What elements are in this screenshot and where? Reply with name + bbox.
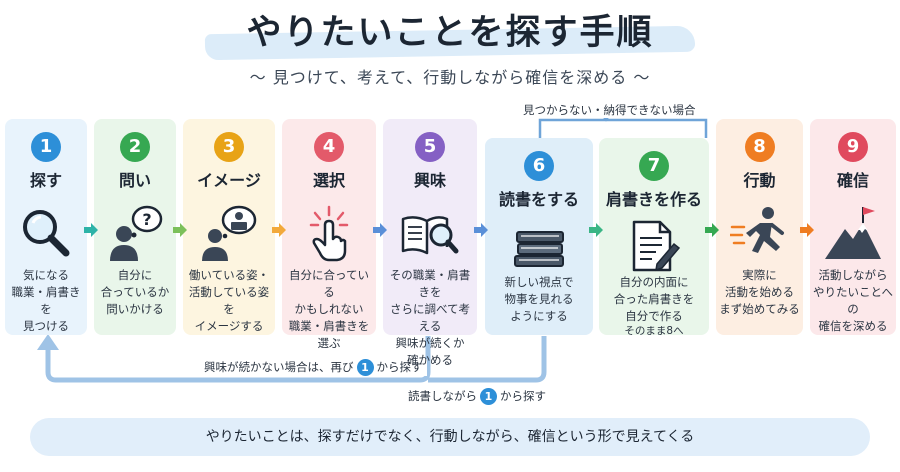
- person-question-icon: ?: [110, 205, 163, 261]
- step-description: 働いている姿・活動している姿をイメージする: [188, 268, 270, 333]
- bottom-loop-suffix: から探す: [376, 360, 423, 374]
- step-number-badge: 1: [31, 132, 61, 162]
- step-description: 自分の内面に合った肩書きを自分で作るそのまま8へ: [613, 275, 695, 337]
- step-card-1: 1 探す 気になる職業・肩書きを見つける: [5, 119, 87, 335]
- top-loop-label: 見つからない・納得できない場合: [519, 102, 700, 118]
- step-number-badge: 9: [838, 132, 868, 162]
- step-label: 肩書きを作る: [605, 190, 702, 209]
- hand-pointer-icon: [309, 205, 349, 262]
- step-description: その職業・肩書きをさらに調べて考える興味が続くか確かめる: [389, 268, 471, 367]
- step-card-6: 6 読書をする 新しい視点で物事を見れるようにする: [485, 138, 593, 335]
- person-imagine-icon: [202, 205, 257, 261]
- step-description: 新しい視点で物事を見れるようにする: [504, 275, 574, 323]
- step-description: 実際に活動を始めるまず始めてみる: [719, 268, 800, 316]
- step-card-8: 8 行動 実際に活動を始めるまず始めてみる: [716, 119, 803, 335]
- bottom-loop-prefix: 興味が続かない場合は、再び: [204, 360, 354, 374]
- step-label: 選択: [312, 171, 345, 190]
- book-stack-icon: [514, 231, 564, 267]
- step-number-badge: 4: [314, 132, 344, 162]
- reading-loop-suffix: から探す: [500, 389, 546, 403]
- step-card-3: 3 イメージ 働いている姿・活動している姿をイメージする: [183, 119, 275, 335]
- step-description: 気になる職業・肩書きを見つける: [11, 268, 81, 333]
- step-card-2: 2 問い ? 自分に合っているか問いかける: [94, 119, 176, 335]
- step-label: 確信: [836, 171, 869, 190]
- book-magnifier-icon: [401, 216, 459, 255]
- step-number-badge: 6: [524, 151, 554, 181]
- arrow-right-icon: [84, 223, 98, 237]
- arrow-right-icon: [589, 223, 603, 237]
- step-card-7: 7 肩書きを作る 自分の内面に合った肩書きを自分で作るそのまま8へ: [599, 138, 709, 337]
- arrow-right-icon: [272, 223, 286, 237]
- arrow-right-icon: [800, 223, 814, 237]
- bottom-loop-step-badge: 1: [356, 359, 374, 376]
- step-label: 興味: [413, 171, 446, 190]
- step-card-9: 9 確信 活動しながらやりたいことへの確信を深める: [810, 119, 896, 335]
- step-number-badge: 2: [120, 132, 150, 162]
- document-pen-icon: [632, 220, 681, 272]
- step-card-5: 5 興味 その職業・肩書きをさらに調べて考える興味が続くか確かめる: [383, 119, 477, 367]
- svg-text:?: ?: [142, 210, 151, 229]
- reading-loop-step-badge: 1: [480, 388, 497, 405]
- page-title: やりたいことを探す手順: [246, 13, 654, 53]
- step-description: 自分に合っているか問いかける: [100, 268, 170, 316]
- step-number-badge: 8: [744, 132, 775, 162]
- step-label: 読書をする: [498, 190, 579, 209]
- step-description: 活動しながらやりたいことへの確信を深める: [813, 268, 893, 333]
- mountain-flag-icon: [825, 207, 881, 259]
- step-number-badge: 3: [214, 132, 244, 162]
- step-label: イメージ: [197, 171, 261, 190]
- arrow-right-icon: [173, 223, 187, 237]
- arrow-right-icon: [373, 223, 387, 237]
- step-label: 問い: [118, 171, 151, 190]
- step-description: 自分に合っているかもしれない職業・肩書きを選ぶ: [288, 268, 370, 350]
- step-number-badge: 7: [639, 151, 669, 181]
- magnifier-icon: [23, 210, 70, 257]
- arrow-right-icon: [705, 223, 719, 237]
- running-person-icon: [729, 207, 784, 253]
- footer-message: やりたいことは、探すだけでなく、行動しながら、確信という形で見えてくる: [30, 418, 870, 456]
- title-area: やりたいことを探す手順: [0, 0, 900, 61]
- step-card-4: 4 選択 自分に合っているかもしれない職業・肩書きを選ぶ: [282, 119, 376, 350]
- step-label: 探す: [29, 171, 62, 190]
- reading-loop-prefix: 読書しながら: [408, 389, 477, 403]
- step-label: 行動: [743, 171, 776, 190]
- bottom-loop-arrowhead: [37, 334, 59, 350]
- step-number-badge: 5: [415, 132, 445, 162]
- top-loop-line: [538, 118, 708, 138]
- arrow-right-icon: [474, 223, 488, 237]
- page-subtitle: 〜 見つけて、考えて、行動しながら確信を深める 〜: [249, 68, 651, 87]
